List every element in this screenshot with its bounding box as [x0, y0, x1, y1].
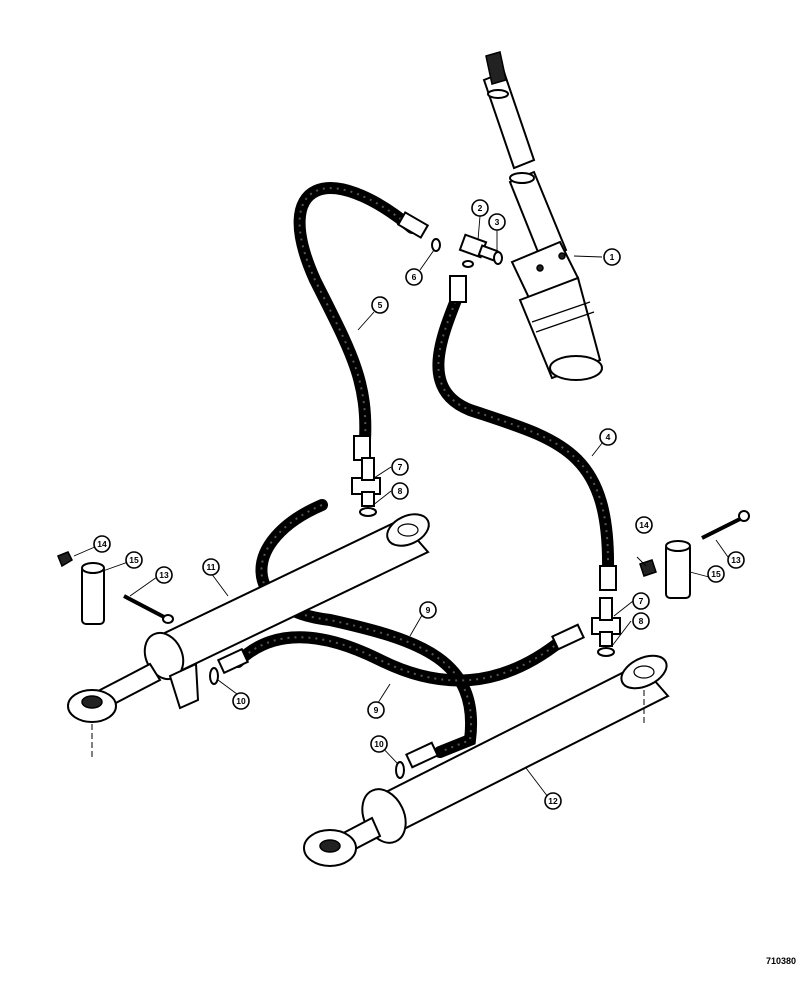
- svg-text:3: 3: [495, 217, 500, 227]
- svg-text:6: 6: [412, 272, 417, 282]
- callout-15-right: 15: [707, 565, 725, 583]
- callout-11: 11: [202, 558, 220, 576]
- hose-9-lower: [232, 631, 568, 687]
- tee-fitting-lower: [591, 597, 621, 647]
- svg-text:14: 14: [639, 520, 649, 530]
- pin-right: [665, 540, 691, 599]
- callout-6: 6: [405, 268, 423, 286]
- callout-12: 12: [544, 792, 562, 810]
- callout-10-right: 10: [370, 735, 388, 753]
- callout-9-upper: 9: [419, 601, 437, 619]
- hose-9-upper: [255, 499, 478, 758]
- o-ring: [462, 260, 474, 268]
- o-ring: [597, 647, 615, 657]
- figure-number: 710380: [765, 956, 796, 966]
- svg-text:13: 13: [159, 570, 169, 580]
- svg-text:8: 8: [398, 486, 403, 496]
- callout-7-upper: 7: [391, 458, 409, 476]
- svg-text:15: 15: [129, 555, 139, 565]
- callout-10-left: 10: [232, 692, 250, 710]
- tee-fitting-upper: [351, 457, 381, 507]
- svg-text:15: 15: [711, 569, 721, 579]
- steering-cylinder-left: [67, 513, 430, 723]
- svg-text:2: 2: [478, 203, 483, 213]
- callout-13-right: 13: [727, 551, 745, 569]
- callout-14-left: 14: [93, 535, 111, 553]
- svg-text:1: 1: [610, 252, 615, 262]
- steering-valve-assembly: [482, 51, 603, 381]
- svg-text:4: 4: [606, 432, 611, 442]
- callout-13-left: 13: [155, 566, 173, 584]
- nut-left: [57, 551, 73, 568]
- callout-1-valve: 1: [603, 248, 621, 266]
- callout-8-lower: 8: [632, 612, 650, 630]
- bolt-left: [123, 594, 174, 624]
- svg-text:5: 5: [378, 300, 383, 310]
- hose-fitting: [551, 623, 585, 651]
- svg-text:9: 9: [374, 705, 379, 715]
- o-ring: [431, 238, 441, 252]
- o-ring: [359, 507, 377, 517]
- callout-3: 3: [488, 213, 506, 231]
- hose-4: [432, 275, 617, 591]
- callout-4: 4: [599, 428, 617, 446]
- callout-9-lower: 9: [367, 701, 385, 719]
- bolt-right: [701, 510, 750, 540]
- hose-fitting: [216, 647, 250, 675]
- svg-text:8: 8: [639, 616, 644, 626]
- svg-text:14: 14: [97, 539, 107, 549]
- callout-7-lower: 7: [632, 592, 650, 610]
- svg-text:13: 13: [731, 555, 741, 565]
- o-ring: [395, 761, 405, 779]
- callout-5: 5: [371, 296, 389, 314]
- svg-text:12: 12: [548, 796, 558, 806]
- pin-left: [81, 562, 105, 625]
- callout-2: 2: [471, 199, 489, 217]
- hose-5: [293, 182, 430, 461]
- svg-text:11: 11: [207, 562, 216, 572]
- callout-8-upper: 8: [391, 482, 409, 500]
- elbow-fitting: [458, 233, 499, 262]
- svg-text:7: 7: [639, 596, 644, 606]
- callout-14-right: 14: [635, 516, 653, 534]
- svg-text:10: 10: [374, 739, 384, 749]
- callout-15-left: 15: [125, 551, 143, 569]
- svg-text:7: 7: [398, 462, 403, 472]
- o-ring: [493, 251, 503, 265]
- o-ring: [209, 667, 219, 685]
- svg-text:9: 9: [426, 605, 431, 615]
- svg-text:10: 10: [236, 696, 246, 706]
- steering-cylinder-right: [303, 654, 670, 867]
- hose-fitting: [405, 741, 439, 769]
